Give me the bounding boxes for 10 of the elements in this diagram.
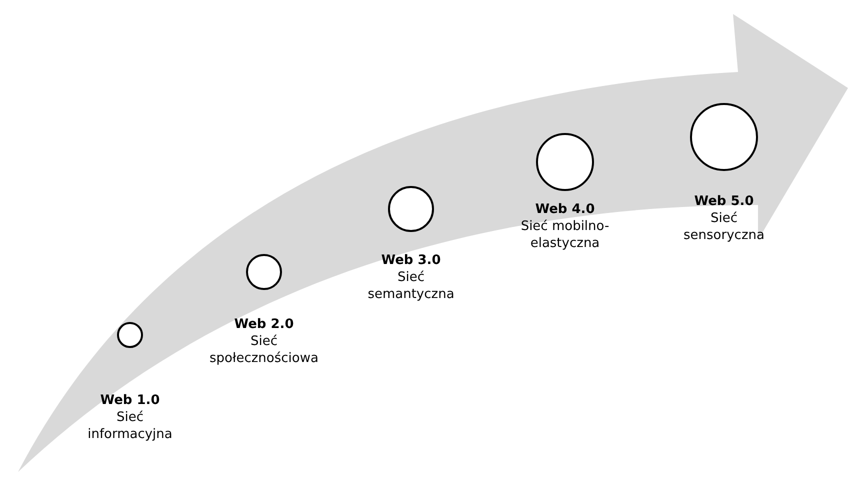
stage-title: Web 4.0 — [535, 201, 595, 218]
stage-description: Sieć informacyjna — [86, 409, 174, 443]
stage-title: Web 5.0 — [694, 193, 754, 210]
stage-title: Web 3.0 — [381, 252, 441, 269]
stage-title: Web 1.0 — [100, 392, 160, 409]
stage-description: Sieć mobilno-elastyczna — [520, 218, 610, 252]
stage-description: Sieć społecznościowa — [208, 333, 320, 367]
stage-description: Sieć semantyczna — [366, 269, 456, 303]
stage-description: Sieć sensoryczna — [682, 210, 766, 244]
stage-title: Web 2.0 — [234, 316, 294, 333]
